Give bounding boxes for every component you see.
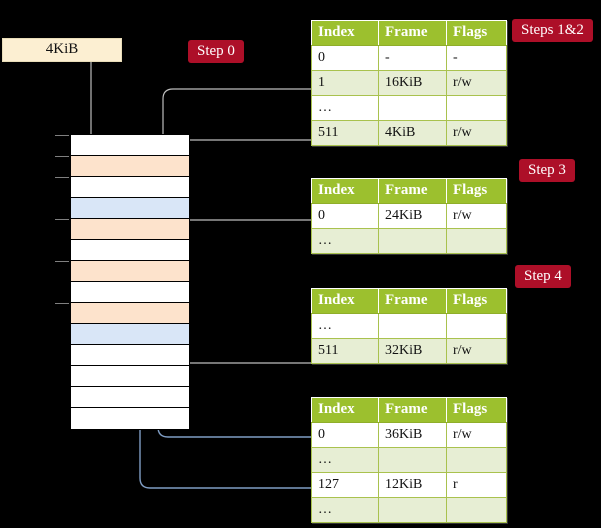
frame-boundary-tick [55,219,69,220]
frame-boundary-tick [55,135,69,136]
cell-index: … [311,313,379,339]
cell-frame: 24KiB [378,203,447,229]
source-size-label: 4KiB [45,41,79,57]
cell-frame: 4KiB [378,120,447,146]
memory-frame-row [71,324,189,345]
cell-index: 0 [311,45,379,71]
cell-flags: r [446,472,507,498]
memory-frame-row [55,156,189,177]
cell-index: 1 [311,70,379,96]
cell-index: 0 [311,203,379,229]
cell-frame: 12KiB [378,472,447,498]
memory-frame-row [71,345,189,366]
physical-memory-column [55,134,190,430]
cell-frame [378,313,447,339]
cell-flags [446,228,507,254]
cell-flags: r/w [446,203,507,229]
cell-flags: r/w [446,422,507,448]
cell-frame [378,447,447,473]
column-header-index: Index [311,288,379,314]
cell-flags: r/w [446,338,507,364]
memory-frame-row [71,366,189,387]
cell-index: … [311,497,379,523]
memory-frame-row [55,303,189,324]
memory-frame-row [71,387,189,408]
table-row: 0-- [311,45,507,71]
frame-boundary-tick [55,303,69,304]
cell-frame [378,497,447,523]
cell-flags [446,497,507,523]
cell-flags: r/w [446,120,507,146]
cell-frame [378,228,447,254]
column-header-flags: Flags [446,288,507,314]
memory-frame-row [55,261,189,282]
column-header-frame: Frame [378,178,447,204]
cell-flags [446,95,507,121]
frame-boundary-tick [55,261,69,262]
column-header-flags: Flags [446,178,507,204]
memory-frame-row [71,198,189,219]
column-header-index: Index [311,178,379,204]
cell-index: 127 [311,472,379,498]
step-badge-step0: Step 0 [188,40,244,63]
step-badge-step4: Step 4 [515,265,571,288]
step-badge-steps12: Steps 1&2 [512,19,593,42]
cell-index: 511 [311,120,379,146]
cell-index: 511 [311,338,379,364]
cell-flags: r/w [446,70,507,96]
cell-flags: - [446,45,507,71]
memory-frame-row [55,135,189,156]
column-header-index: Index [311,397,379,423]
column-header-flags: Flags [446,397,507,423]
column-header-index: Index [311,20,379,46]
cell-frame: 36KiB [378,422,447,448]
memory-frame-row [71,240,189,261]
column-header-frame: Frame [378,397,447,423]
memory-frame-row [55,177,189,198]
frame-boundary-tick [55,177,69,178]
table-row: … [311,228,507,254]
table-row: … [311,447,507,473]
memory-frame-row [71,282,189,303]
column-header-frame: Frame [378,288,447,314]
source-size-box: 4KiB [2,38,122,62]
cell-index: … [311,228,379,254]
table-row: … [311,497,507,523]
cell-frame: 16KiB [378,70,447,96]
cell-index: … [311,447,379,473]
memory-frame-row [55,219,189,240]
memory-frame-row [71,408,189,429]
table-row: … [311,313,507,339]
column-header-flags: Flags [446,20,507,46]
cell-frame: - [378,45,447,71]
cell-index: 0 [311,422,379,448]
cell-frame: 32KiB [378,338,447,364]
cell-index: … [311,95,379,121]
table-row: … [311,95,507,121]
cell-flags [446,447,507,473]
cell-flags [446,313,507,339]
column-header-frame: Frame [378,20,447,46]
frame-boundary-tick [55,156,69,157]
cell-frame [378,95,447,121]
step-badge-step3: Step 3 [519,159,575,182]
